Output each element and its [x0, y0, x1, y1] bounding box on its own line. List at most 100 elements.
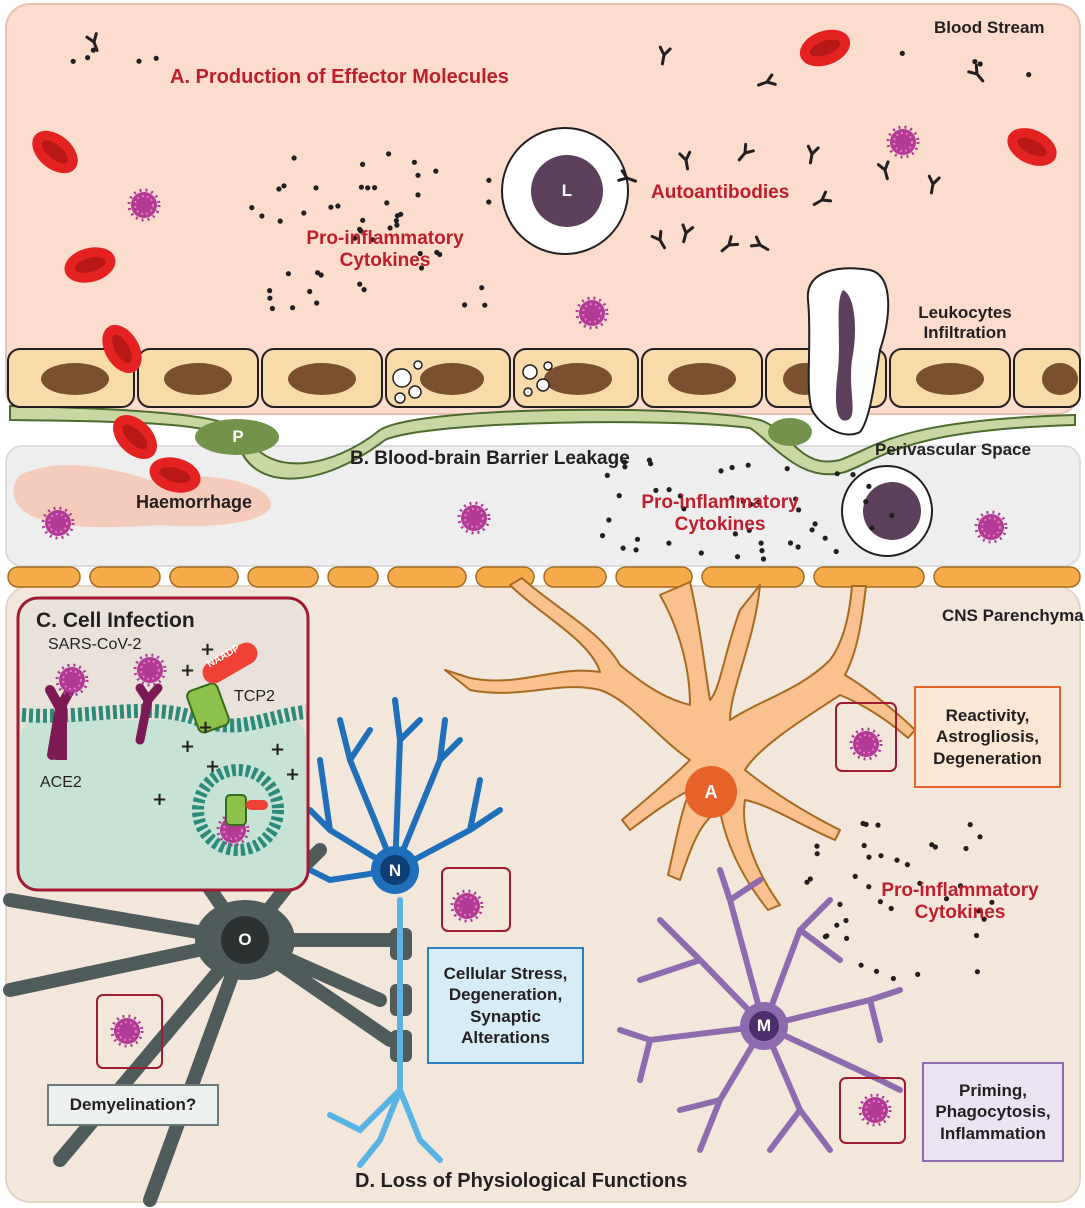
cytokine-dot [718, 468, 724, 474]
cytokine-dot [973, 932, 980, 939]
cytokines-cns-line2: Cytokines [914, 901, 1006, 923]
cytokine-dot [755, 499, 762, 505]
astrocyte-letter: A [704, 782, 718, 802]
cytokine-dot [290, 305, 296, 311]
cytokine-dot [869, 525, 875, 531]
cytokine-dot [70, 58, 76, 64]
cytokine-dot [415, 172, 421, 178]
cytokine-dot [824, 933, 830, 939]
cytokine-dot [967, 822, 973, 828]
svg-text:+: + [205, 756, 220, 777]
cytokines-peri-label: Pro-inflammatory Cytokines [620, 492, 820, 536]
cytokine-dot [417, 250, 423, 257]
cytokine-dot [599, 533, 606, 539]
cytokine-dot [387, 225, 393, 231]
cytokine-dot [866, 854, 872, 860]
svg-text:+: + [180, 736, 195, 757]
cytokine-dot [814, 851, 820, 857]
microglia-effect-line: Phagocytosis, [935, 1102, 1051, 1122]
cytokine-dot [677, 493, 684, 499]
cytokine-dot [732, 531, 739, 537]
astrocyte-effect-line: Degeneration [933, 748, 1042, 768]
virus-label: SARS-CoV-2 [48, 636, 142, 653]
leukocytes-line2: Infiltration [923, 322, 1007, 342]
oligodendrocyte-nucleus [221, 916, 269, 964]
cytokine-dot [357, 281, 363, 287]
oligo-effect-text: Demyelination? [48, 1085, 218, 1125]
cytokines-blood-label: Pro-inflammatory Cytokines [290, 228, 480, 272]
cytokine-dot [963, 845, 969, 852]
cytokine-dot [837, 901, 843, 908]
svg-text:+: + [285, 764, 300, 785]
cytokine-dot [90, 47, 96, 53]
neuron-letter: N [388, 861, 402, 880]
cytokine-dot [976, 908, 982, 914]
virus-highlight-boxes [96, 702, 906, 1144]
cytokine-dot [486, 199, 492, 205]
astrocyte-effect-line: Astrogliosis, [936, 727, 1039, 747]
cytokine-dot [795, 544, 801, 550]
astrocyte-nucleus [685, 766, 737, 818]
cytokine-dot [861, 842, 867, 849]
section-c-title: C. Cell Infection [36, 609, 195, 632]
microglia-letter: M [756, 1016, 772, 1035]
svg-text:+: + [180, 660, 195, 681]
cytokine-dot [873, 968, 880, 975]
cytokine-dot [729, 495, 735, 501]
cytokine-dot [365, 185, 371, 191]
cytokine-dot [822, 535, 828, 541]
cytokine-dot [482, 302, 488, 308]
oligodendrocyte-letter: O [238, 930, 252, 949]
perivascular-space-label: Perivascular Space [875, 440, 1031, 459]
cytokine-dot [415, 192, 421, 198]
cytokine-dot [1026, 72, 1032, 78]
cytokine-dot [812, 521, 818, 527]
cytokine-dot [606, 517, 612, 523]
cytokine-dot [932, 844, 939, 850]
svg-text:+: + [270, 739, 285, 760]
neuron [307, 697, 503, 1168]
cytokine-dot [666, 487, 672, 493]
cytokine-dot [360, 161, 366, 167]
cytokine-dot [616, 493, 622, 499]
leukocytes-infiltration-label: Leukocytes Infiltration [900, 303, 1030, 342]
cytokine-dot [358, 184, 364, 190]
oligo-effect-line: Demyelination? [69, 1095, 197, 1115]
cytokine-dot [653, 487, 659, 493]
svg-text:+: + [152, 789, 167, 810]
tcp2-label: TCP2 [234, 688, 275, 705]
cytokine-dot [899, 50, 905, 57]
cytokine-dot [393, 218, 399, 224]
cytokine-dot [858, 962, 864, 968]
cytokine-dot [153, 55, 159, 61]
cytokines-peri-line2: Cytokines [674, 513, 766, 535]
cytokine-dot [834, 922, 840, 928]
cytokine-dot [746, 527, 752, 533]
cytokine-dot [793, 496, 799, 502]
neuron-nucleus [380, 855, 410, 885]
cytokine-dot [888, 905, 894, 912]
cytokines-cns-label: Pro-inflammatory Cytokines [860, 880, 1060, 924]
cytokine-dot [328, 204, 334, 210]
cytokine-dot [681, 506, 687, 512]
cytokine-dot [361, 287, 367, 293]
cytokine-dot [313, 185, 319, 191]
neuron-effect-line: Degeneration, [448, 985, 563, 1005]
cytokine-dot [267, 295, 273, 301]
section-a-title: A. Production of Effector Molecules [170, 66, 509, 88]
cytokines-blood-line2: Cytokines [339, 249, 431, 271]
cytokine-dots [70, 47, 1032, 982]
cytokine-dot [974, 969, 981, 975]
cytokine-dot [878, 853, 884, 859]
cytokine-dot [943, 896, 950, 902]
cytokine-dot [843, 917, 849, 924]
cytokine-dot [915, 971, 921, 978]
cytokine-dot [734, 554, 741, 560]
cytokine-dot [834, 471, 840, 477]
svg-text:+: + [200, 639, 215, 660]
cytokine-dot [852, 873, 858, 880]
cytokine-dot [889, 512, 895, 519]
cytokine-dot [462, 302, 468, 308]
astrocyte [444, 577, 916, 911]
